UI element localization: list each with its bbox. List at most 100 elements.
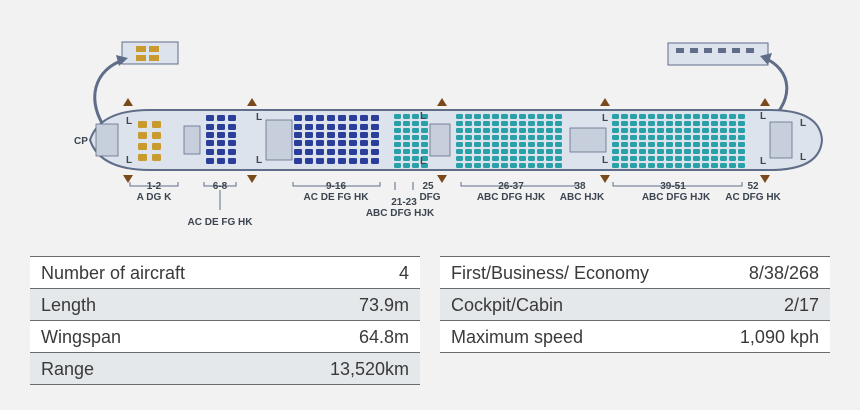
seat — [360, 115, 368, 121]
seat — [711, 149, 718, 154]
seat — [675, 121, 682, 126]
exit-down-icon — [600, 175, 610, 183]
seat — [537, 142, 544, 147]
seat — [648, 114, 655, 119]
seat — [371, 149, 379, 155]
seat — [327, 149, 335, 155]
seat — [371, 115, 379, 121]
seat — [702, 142, 709, 147]
seat — [206, 132, 214, 138]
seat — [501, 135, 508, 140]
seat — [421, 121, 428, 126]
seat — [371, 124, 379, 130]
seat — [394, 114, 401, 119]
seat — [612, 114, 619, 119]
exit-down-icon — [760, 175, 770, 183]
seat — [519, 156, 526, 161]
seat — [528, 128, 535, 133]
lavatory-label: L — [602, 113, 608, 124]
seat — [152, 143, 161, 150]
seat — [729, 156, 736, 161]
seat — [228, 158, 236, 164]
seat — [421, 142, 428, 147]
seat — [648, 142, 655, 147]
seat — [621, 114, 628, 119]
seat — [630, 121, 637, 126]
seat — [492, 149, 499, 154]
section-brackets — [129, 182, 743, 210]
seat — [456, 142, 463, 147]
seat — [412, 135, 419, 140]
seat — [612, 149, 619, 154]
section-columns-label: ABC HJK — [560, 192, 605, 203]
section-columns-label: A DG K — [137, 192, 172, 203]
seat — [546, 149, 553, 154]
seat — [675, 142, 682, 147]
seat — [316, 140, 324, 146]
section-rows-label: 21-23 — [391, 197, 417, 208]
seat — [228, 132, 236, 138]
seat — [394, 142, 401, 147]
seat — [217, 149, 225, 155]
seat — [394, 121, 401, 126]
section-columns-label: AC DE FG HK — [188, 217, 254, 228]
seat — [693, 142, 700, 147]
seat — [738, 142, 745, 147]
seat — [675, 163, 682, 168]
seat — [316, 158, 324, 164]
seat — [510, 156, 517, 161]
lavatory-labels: L L L L L L L L L L L L — [126, 111, 806, 167]
seat — [474, 163, 481, 168]
seat — [394, 156, 401, 161]
section-rows-label: 38 — [574, 181, 586, 192]
seat — [465, 121, 472, 126]
seat — [338, 158, 346, 164]
seat — [702, 156, 709, 161]
seat — [349, 158, 357, 164]
seat — [711, 163, 718, 168]
seat — [501, 163, 508, 168]
seat — [501, 142, 508, 147]
crew-rest-cabin-inset — [667, 42, 769, 66]
spec-name: Wingspan — [41, 327, 122, 347]
seat — [621, 142, 628, 147]
seat — [421, 114, 428, 119]
seat — [546, 121, 553, 126]
seat — [206, 140, 214, 146]
seat — [612, 163, 619, 168]
seat — [138, 121, 147, 128]
seat — [510, 135, 517, 140]
seat — [421, 163, 428, 168]
seat — [206, 124, 214, 130]
seat — [305, 149, 313, 155]
seat — [675, 156, 682, 161]
seat — [349, 115, 357, 121]
seat — [711, 128, 718, 133]
seat — [555, 142, 562, 147]
spec-value: 1,090 kph — [739, 327, 819, 347]
seat — [465, 149, 472, 154]
seat — [294, 140, 302, 146]
seat — [474, 156, 481, 161]
arrowhead-icon — [116, 55, 128, 66]
seat — [465, 142, 472, 147]
seat — [403, 149, 410, 154]
seat — [648, 156, 655, 161]
seat — [327, 124, 335, 130]
seat — [371, 158, 379, 164]
section-rows-label: 6-8 — [213, 181, 228, 192]
seat — [483, 121, 490, 126]
seat — [720, 114, 727, 119]
seat — [228, 124, 236, 130]
seat — [138, 132, 147, 139]
exit-markers — [123, 98, 770, 183]
seat — [528, 135, 535, 140]
seat — [621, 156, 628, 161]
seat — [465, 163, 472, 168]
seat — [465, 114, 472, 119]
seat — [729, 114, 736, 119]
lavatory-label: L — [760, 111, 766, 122]
